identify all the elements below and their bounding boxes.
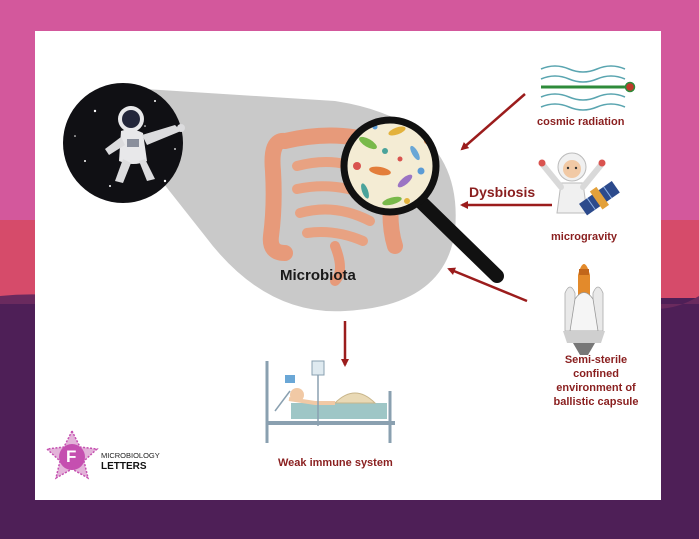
capsule-label-line2: confined — [573, 368, 619, 380]
diagram-canvas — [45, 65, 636, 480]
microbiota-label: Microbiota — [280, 267, 356, 284]
weak-immune-label: Weak immune system — [278, 457, 393, 469]
arrow-capsule — [447, 267, 528, 303]
microgravity-label: microgravity — [551, 231, 618, 243]
astronaut-circle — [63, 83, 185, 203]
capsule-label-line1: Semi-sterile — [564, 354, 628, 366]
microgravity-astronaut-icon — [538, 152, 620, 216]
cosmic-radiation-label: cosmic radiation — [537, 116, 625, 128]
dysbiosis-label: Dysbiosis — [469, 184, 536, 200]
radiation-waves-icon — [540, 65, 636, 111]
logo-letter: F — [66, 447, 77, 466]
capsule-label-line4: ballistic capsule — [553, 396, 639, 408]
arrow-radiation — [460, 93, 526, 151]
magnifier-handle — [413, 194, 504, 283]
space-shuttle-icon — [563, 264, 605, 355]
magnifier-lens — [340, 116, 440, 216]
capsule-label-line3: environment of — [556, 382, 636, 394]
figure-card: Microbiota Dysbiosis cosmic radiation mi… — [35, 31, 661, 500]
hospital-bed-icon — [265, 360, 395, 443]
journal-logo-icon — [45, 429, 99, 480]
logo-line1: MICROBIOLOGY — [101, 451, 160, 460]
logo-line2: LETTERS — [101, 461, 147, 472]
